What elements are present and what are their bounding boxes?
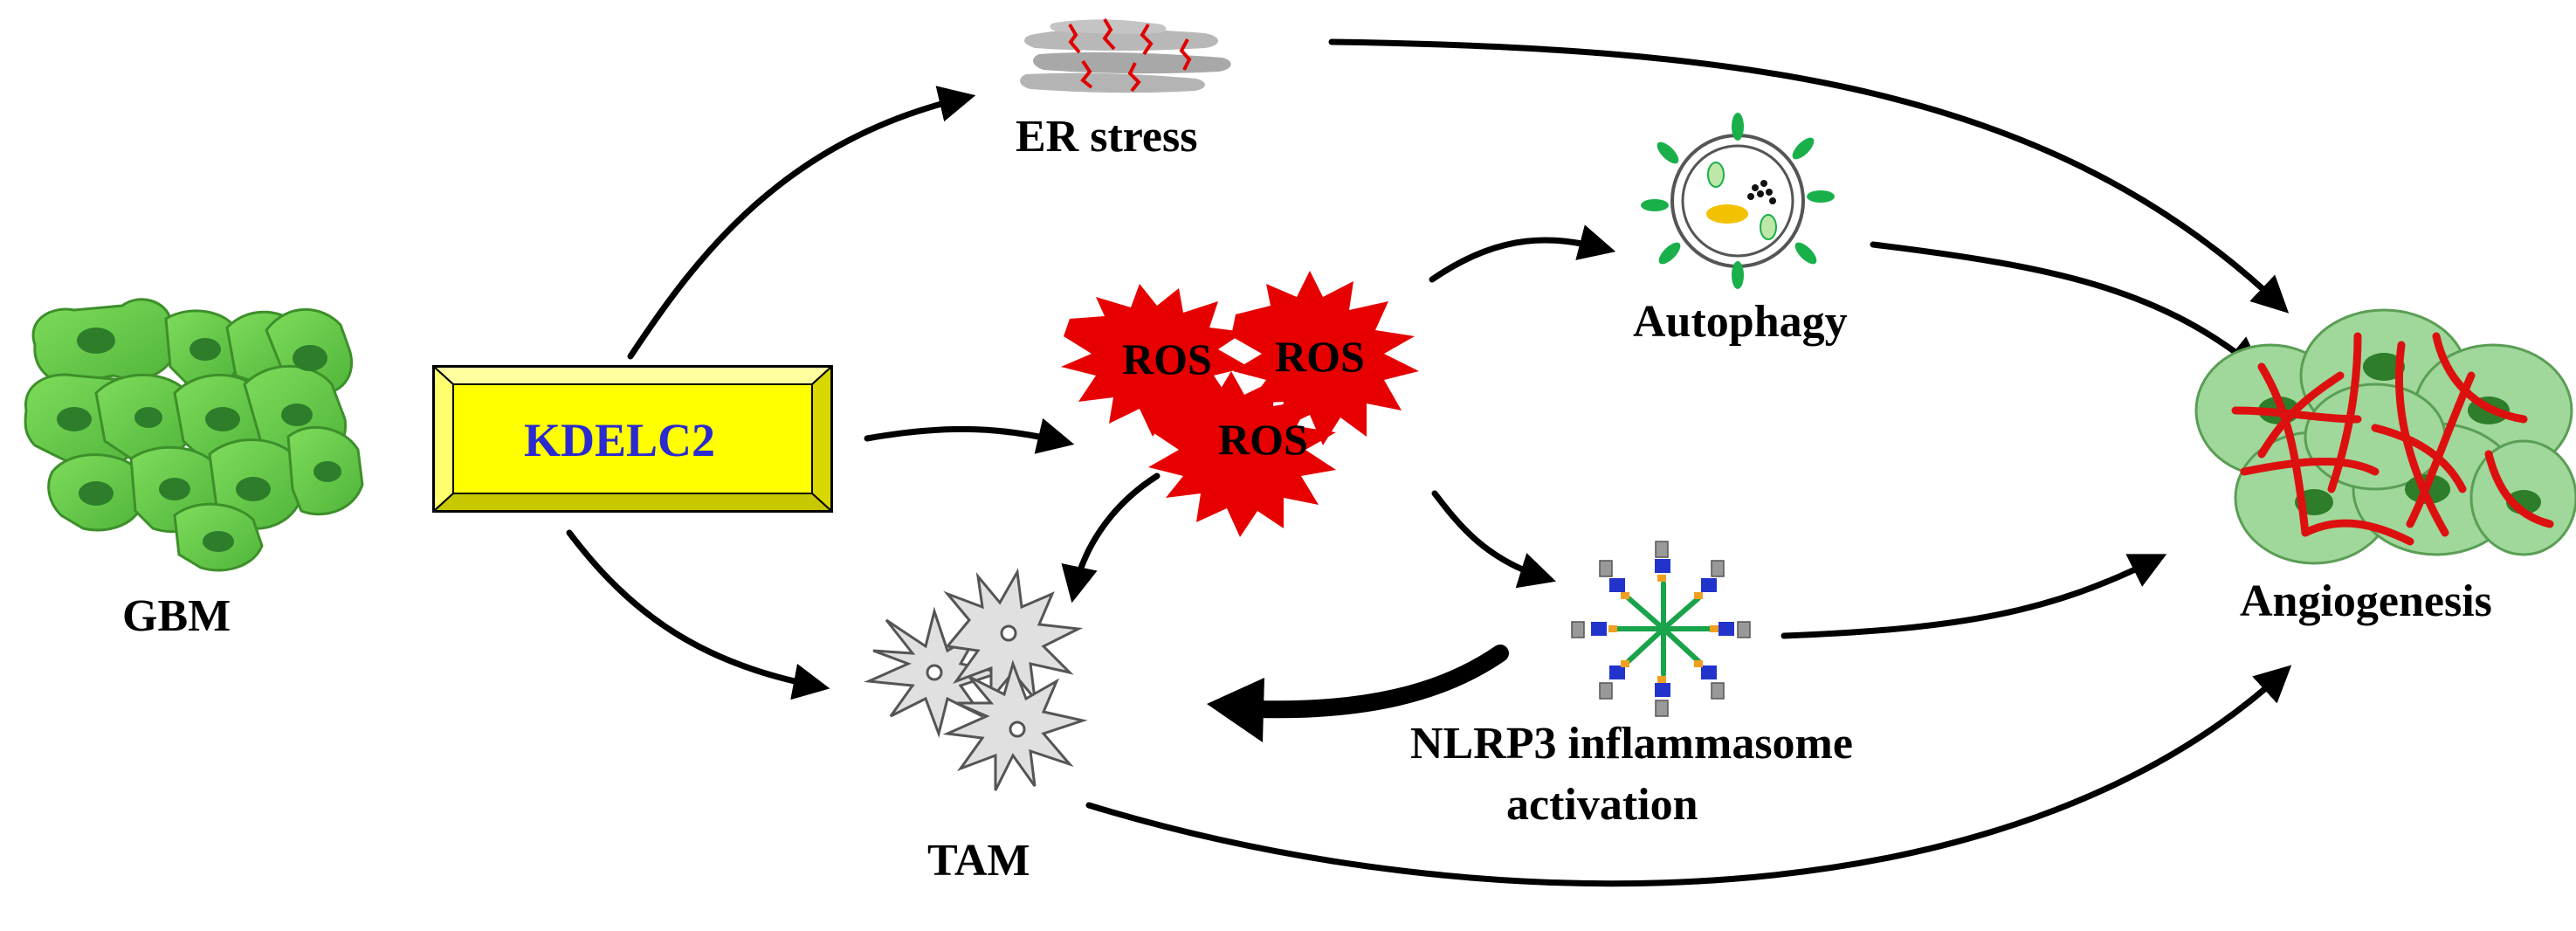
er-stress-label: ER stress bbox=[1016, 112, 1197, 162]
ros-burst-icon bbox=[1061, 271, 1419, 537]
arrow-nlrp3-to-tam bbox=[1249, 645, 1509, 719]
ros-burst-1 bbox=[1061, 284, 1249, 437]
arrow-tam-to-angiogenesis bbox=[1085, 665, 2292, 887]
arrow-er-stress-to-angiogenesis bbox=[1328, 38, 2290, 314]
arrow-ros-to-autophagy bbox=[1429, 224, 1616, 283]
arrow-ros-to-nlrp3 bbox=[1431, 490, 1557, 589]
arrow-nlrp3-to-tam-head bbox=[1207, 678, 1264, 742]
nlrp3-label-line1: NLRP3 inflammasome bbox=[1410, 719, 1853, 769]
arrow-nlrp3-to-angiogenesis bbox=[1780, 554, 2167, 639]
autophagosome-icon bbox=[1641, 113, 1835, 289]
angiogenesis-label: Angiogenesis bbox=[2240, 576, 2492, 626]
gbm-label: GBM bbox=[122, 591, 231, 641]
tam-macrophage-icon bbox=[864, 568, 1088, 791]
autophagy-label: Autophagy bbox=[1633, 297, 1848, 347]
ros-label-2: ROS bbox=[1275, 332, 1365, 381]
arrows bbox=[566, 38, 2292, 887]
inflammasome-icon bbox=[1571, 541, 1751, 717]
nlrp3-label-line2: activation bbox=[1506, 780, 1698, 830]
arrow-kdelc2-to-er-stress bbox=[627, 86, 976, 360]
arrow-ros-to-tam bbox=[1061, 472, 1161, 603]
gbm-cell-cluster-icon bbox=[24, 298, 364, 572]
arrow-kdelc2-to-ros bbox=[864, 417, 1075, 454]
angiogenesis-icon bbox=[2194, 308, 2576, 565]
ros-burst-2 bbox=[1231, 271, 1419, 445]
er-stress-icon bbox=[1020, 17, 1231, 93]
kdelc2-box bbox=[431, 364, 834, 514]
ros-burst-3 bbox=[1148, 371, 1336, 537]
kdelc2-label: KDELC2 bbox=[524, 414, 715, 466]
tam-label: TAM bbox=[927, 836, 1030, 886]
ros-label-1: ROS bbox=[1122, 334, 1212, 383]
arrow-kdelc2-to-tam bbox=[566, 529, 830, 700]
arrow-autophagy-to-angiogenesis bbox=[1870, 241, 2263, 374]
ros-label-3: ROS bbox=[1218, 415, 1308, 464]
